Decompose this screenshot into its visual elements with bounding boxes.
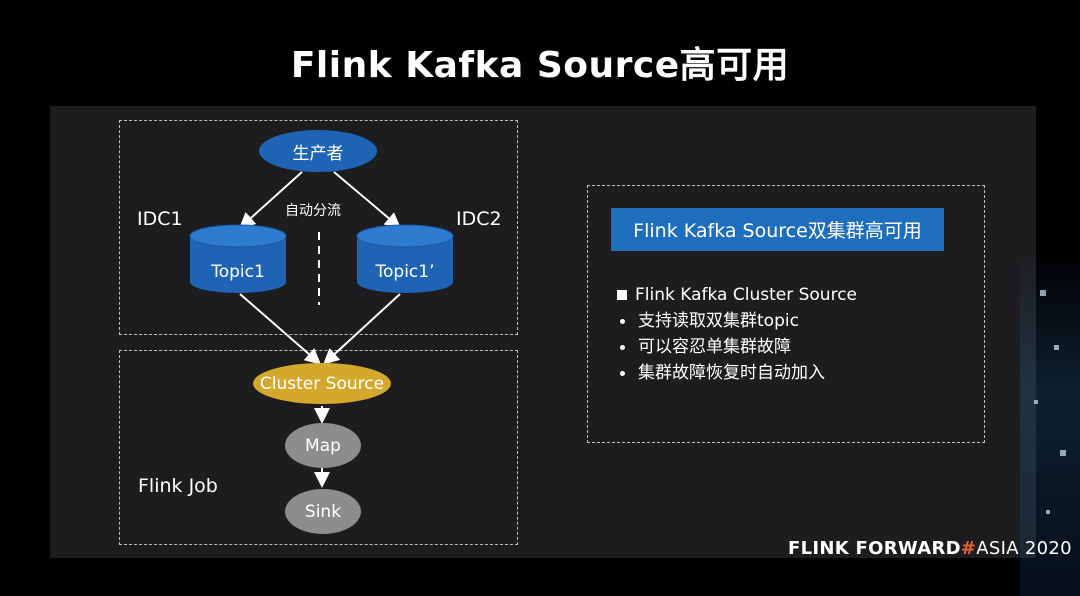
topic1-label: Topic1 <box>211 262 265 282</box>
producer-node: 生产者 <box>259 130 377 172</box>
dot-bullet-icon <box>620 318 625 324</box>
list-item: 可以容忍单集群故障 <box>617 334 857 360</box>
sink-node: Sink <box>285 489 361 534</box>
topic1-cylinder <box>189 224 287 293</box>
arrow-producer-to-topic1 <box>239 171 303 229</box>
decorative-edge-graphic <box>1020 250 1080 596</box>
list-item: 支持读取双集群topic <box>617 308 857 334</box>
flink-job-label: Flink Job <box>138 475 218 497</box>
dot-bullet-icon <box>620 344 625 350</box>
idc1-label: IDC1 <box>137 208 183 230</box>
idc-region <box>119 120 518 335</box>
dot-bullet-icon <box>620 370 625 376</box>
info-region <box>587 185 985 443</box>
topic1-prime-label: Topic1’ <box>375 262 435 282</box>
map-node: Map <box>285 423 361 468</box>
cluster-source-node: Cluster Source <box>253 363 391 404</box>
content-panel <box>50 106 1036 558</box>
arrow-topic1-to-cluster <box>239 293 322 365</box>
slide-title: Flink Kafka Source高可用 <box>290 45 790 86</box>
topic1-prime-cylinder <box>356 224 454 293</box>
event-brand: FLINK FORWARD#ASIA 2020 <box>788 538 1072 559</box>
info-header: Flink Kafka Source双集群高可用 <box>611 208 944 251</box>
list-item: 集群故障恢复时自动加入 <box>617 360 857 386</box>
square-bullet-icon <box>617 290 627 300</box>
feature-list: Flink Kafka Cluster Source 支持读取双集群topic … <box>617 282 857 386</box>
split-label: 自动分流 <box>285 203 341 219</box>
idc2-label: IDC2 <box>456 208 502 230</box>
arrow-producer-to-topic1-prime <box>333 171 402 229</box>
list-item: Flink Kafka Cluster Source <box>617 282 857 308</box>
arrow-topic1-prime-to-cluster <box>323 293 401 365</box>
